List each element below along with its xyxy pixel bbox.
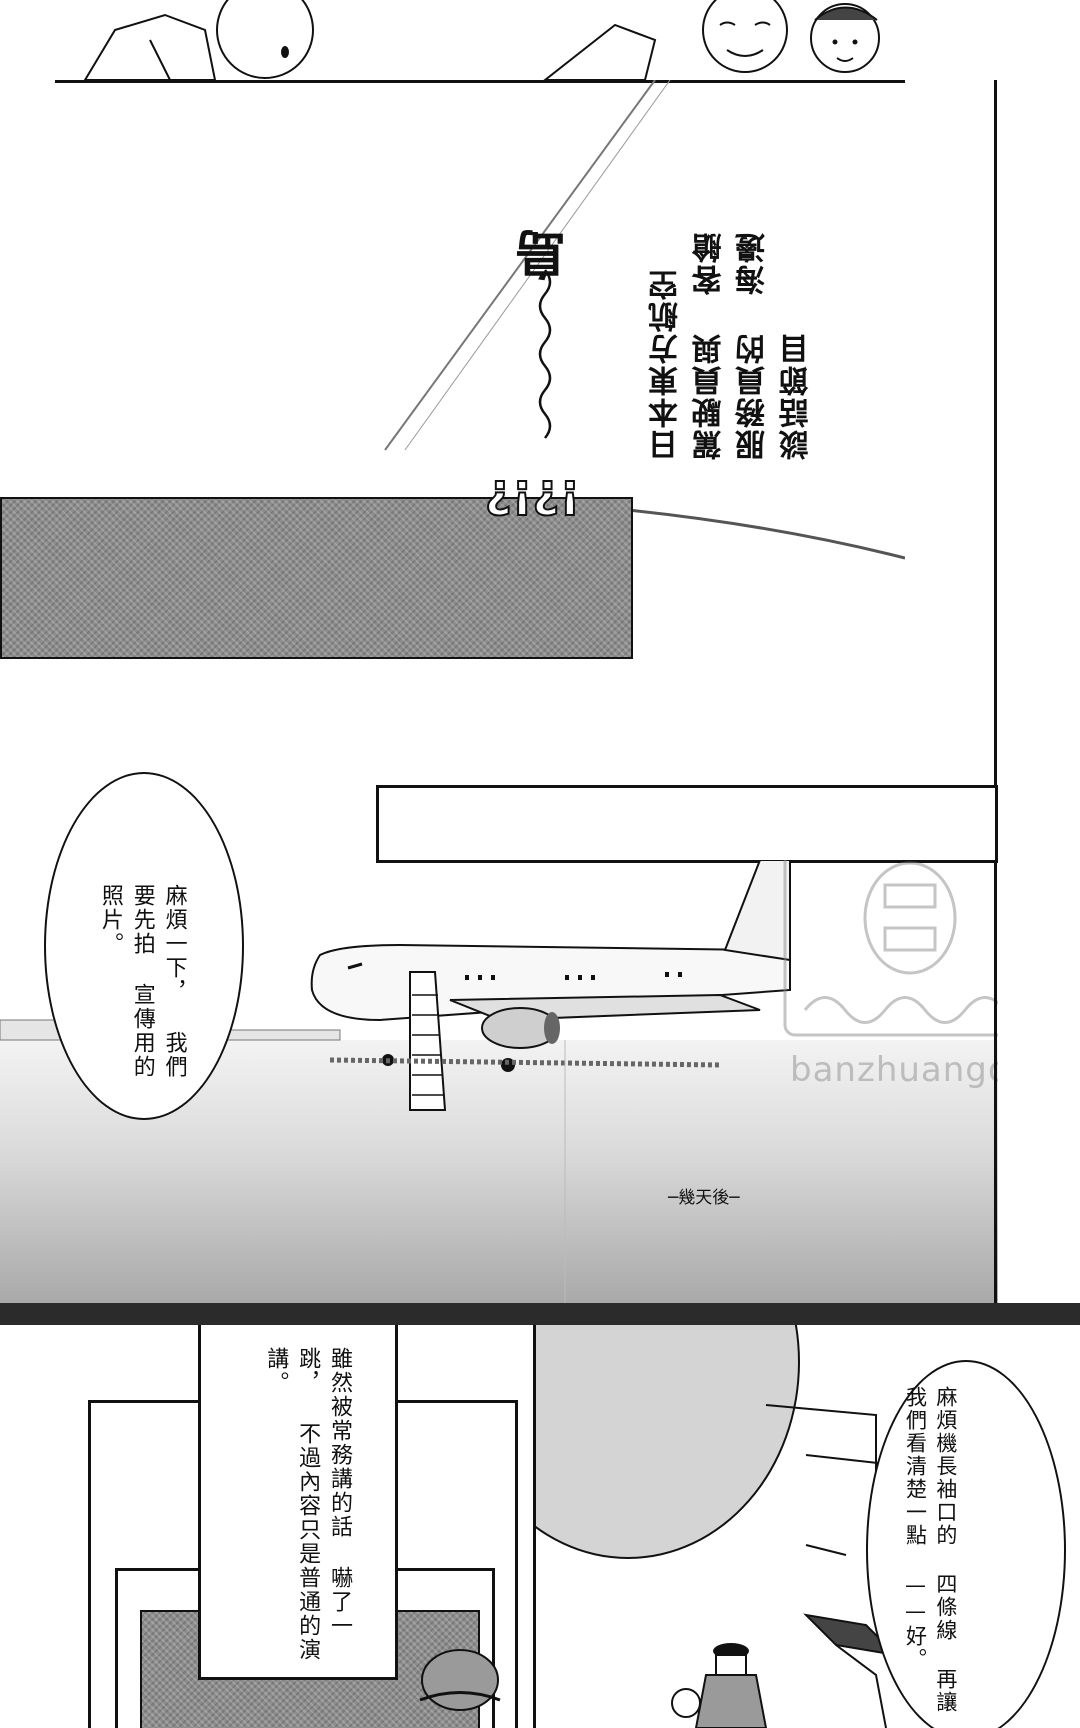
top-panel-right-border [994, 80, 997, 785]
bubble-line-2: 我們要先拍 [129, 884, 187, 1079]
bottom-panel: 雖然被常務講的話 嚇了一跳， 不過內容只是普通的演講。 麻煩機長袖口的 四條線 … [0, 1325, 1080, 1728]
airport-panel: ─幾天後─ banzhuangong [0, 860, 998, 1303]
bubble-line-3: 宣傳用的照片。 [97, 884, 155, 1079]
caption-line-1: 日本東方航空 [649, 268, 684, 460]
narration-line-2: 嚇了一跳， [295, 1347, 352, 1638]
cuffs-line-3: 再讓我們看清楚一點 [903, 1386, 958, 1714]
narration-text: 雖然被常務講的話 嚇了一跳， 不過內容只是普通的演講。 [259, 1347, 355, 1667]
ceremony-illustration [671, 1404, 899, 1728]
time-caption: ─幾天後─ [668, 1188, 740, 1208]
page-divider [0, 1303, 1080, 1325]
cuffs-line-1: 麻煩機長袖口的 [933, 1386, 958, 1547]
sfx-exclaim: !?!? [484, 469, 581, 525]
character-faces-illustration [83, 0, 880, 81]
cuffs-line-2: 四條線 [933, 1573, 958, 1642]
top-faces-panel [55, 0, 905, 83]
caption-line-2: 駕駛員與 [692, 332, 728, 460]
pilot-cap-illustration [419, 1649, 501, 1711]
bubble-line-1: 麻煩一下， [161, 884, 187, 1004]
screentone-block [0, 497, 633, 659]
narration-box: 雖然被常務講的話 嚇了一跳， 不過內容只是普通的演講。 [198, 1325, 398, 1680]
speech-bubble-cuffs-text: 麻煩機長袖口的 四條線 再讓我們看清楚一點 ——好。 [900, 1386, 961, 1716]
sfx-name: 島 [515, 222, 568, 282]
narration-line-1: 雖然被常務講的話 [327, 1347, 352, 1539]
caption-box-blank [376, 785, 998, 863]
cuffs-line-4: ——好。 [903, 1573, 928, 1671]
speech-bubble-cuffs: 麻煩機長袖口的 四條線 再讓我們看清楚一點 ——好。 [866, 1360, 1066, 1728]
airport-panel-right-border [994, 860, 997, 1303]
watermark-text: banzhuangong [790, 1050, 998, 1090]
speech-bubble-photo: 麻煩一下， 我們要先拍 宣傳用的照片。 [44, 772, 244, 1120]
watermark-seal-icon [783, 860, 998, 1037]
speech-bubble-photo-text: 麻煩一下， 我們要先拍 宣傳用的照片。 [94, 884, 190, 1084]
upside-down-caption: 日本東方航空 駕駛員與 客艙服務員的 海邊談話節目 [645, 200, 865, 460]
narration-line-3: 不過內容只是普通的演講。 [263, 1347, 321, 1662]
